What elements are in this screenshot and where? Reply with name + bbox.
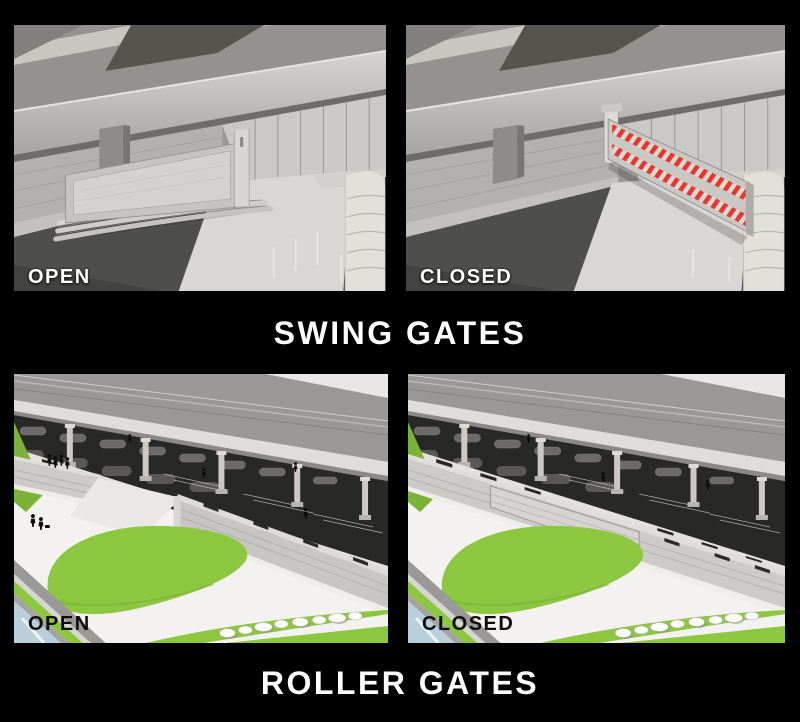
panel-roller-closed: CLOSED [408, 374, 785, 643]
upper-roadway [406, 25, 785, 111]
swing-gate-open [53, 120, 274, 242]
boulders [219, 611, 363, 639]
lawn-bottom-right [145, 610, 388, 643]
deck-column [492, 125, 525, 184]
roller-gate-scene-closed [408, 374, 785, 643]
lawn-kidney [47, 525, 248, 615]
path-through-gap [69, 478, 182, 536]
hazard-stripe-band [612, 124, 746, 201]
section-title-band-swing: SWING GATES [0, 291, 800, 374]
rounded-wall-end [344, 171, 386, 291]
garage-columns [63, 424, 372, 520]
underpass-back-wall [222, 95, 386, 183]
lawn-kidney [441, 525, 644, 615]
corner-walkway-bands [14, 560, 106, 643]
lawn-bottom-right [540, 610, 785, 643]
delineator-posts [273, 232, 343, 283]
parking-garage [408, 415, 785, 574]
pedestrians [30, 434, 308, 530]
state-label-swing-closed: CLOSED [420, 266, 513, 288]
elevated-highway [408, 374, 785, 481]
flood-wall-open [14, 456, 182, 536]
state-label-roller-open: OPEN [28, 613, 91, 635]
section-title-swing: SWING GATES [273, 314, 527, 351]
hazard-stripe-band [612, 144, 746, 226]
roller-gate-scene-open [14, 374, 388, 643]
upper-roadway [14, 25, 386, 111]
delineator-posts [692, 249, 731, 283]
boulders [614, 611, 760, 639]
garage-columns [458, 424, 768, 520]
parked-cars [19, 426, 338, 485]
swing-gate-scene-open [14, 25, 386, 291]
panel-swing-open: OPEN [14, 25, 386, 291]
swing-gate-closed [601, 103, 754, 245]
panel-swing-closed: CLOSED [406, 25, 785, 291]
section-title-roller: ROLLER GATES [260, 664, 540, 701]
section-title-band-roller: ROLLER GATES [0, 643, 800, 722]
state-label-swing-open: OPEN [28, 266, 91, 288]
swing-gate-scene-closed [406, 25, 785, 291]
panel-roller-open: OPEN [14, 374, 388, 643]
state-label-roller-closed: CLOSED [422, 613, 515, 635]
